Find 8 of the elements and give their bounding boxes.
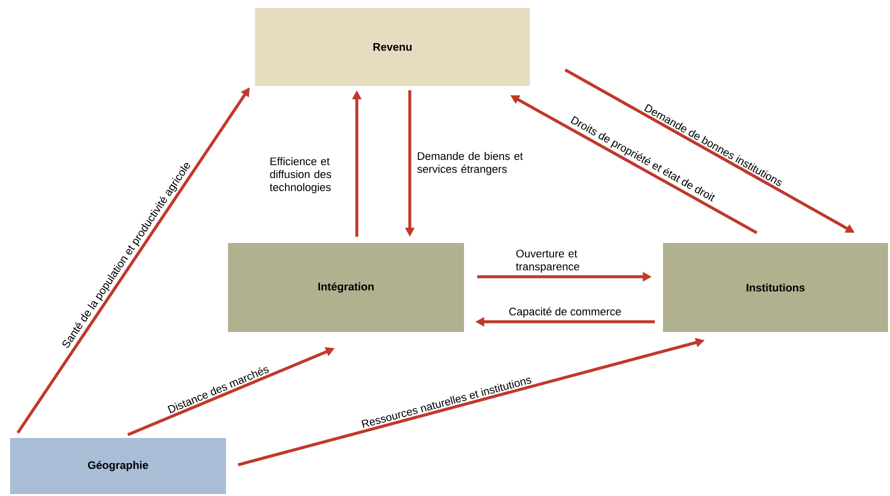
edge-label: Ouverture et transparence xyxy=(516,250,580,273)
concept-box: Revenu xyxy=(255,8,530,86)
edge-label: Demande de biens et services étrangers xyxy=(417,152,523,176)
edge-label: Efficience et diffusion des technologies xyxy=(270,157,332,194)
concept-box: Géographie xyxy=(10,438,226,494)
edge-label: Capacité de commerce xyxy=(509,307,621,318)
concept-box: Institutions xyxy=(663,243,888,332)
concept-box: Intégration xyxy=(228,243,464,332)
